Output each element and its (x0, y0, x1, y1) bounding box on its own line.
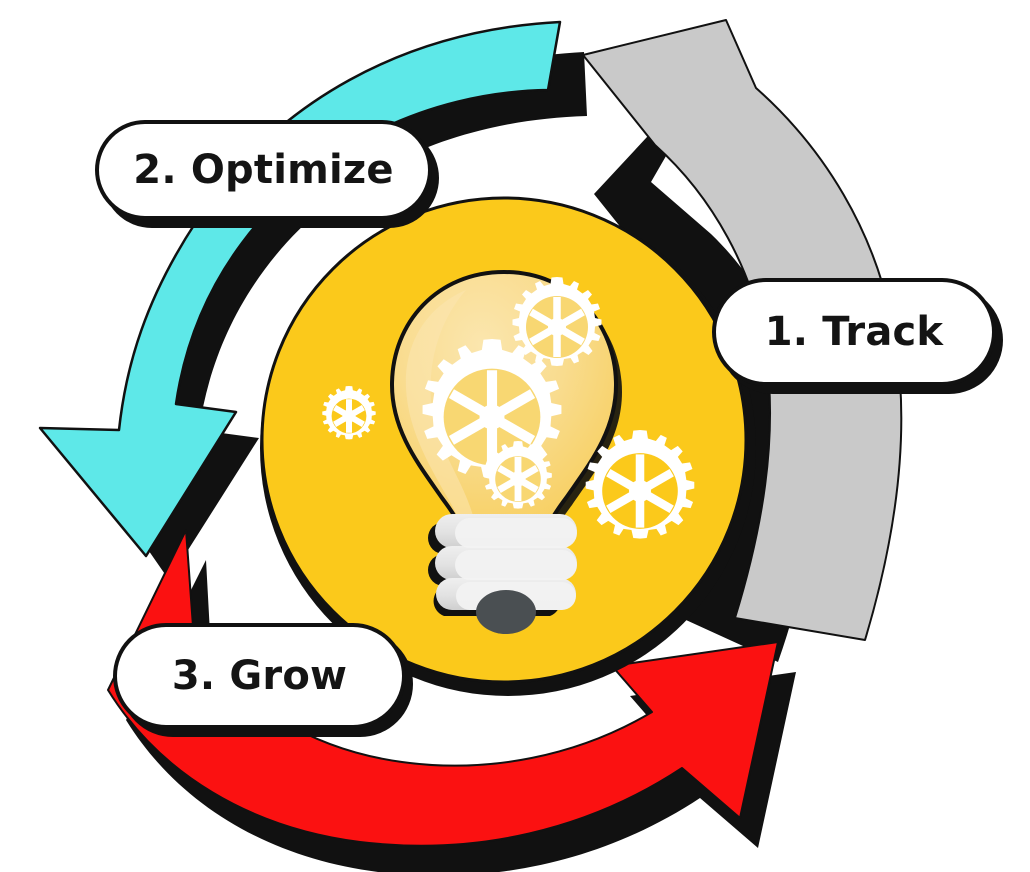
red-arrow-grow (107, 529, 779, 847)
step-label-grow[interactable]: 3. Grow (113, 623, 406, 729)
step-label-optimize[interactable]: 2. Optimize (95, 120, 432, 220)
gear-left-icon (322, 386, 376, 440)
gray-arrow-track (582, 19, 903, 641)
step-label-track[interactable]: 1. Track (712, 278, 996, 386)
step-label-track-text: 1. Track (764, 309, 944, 355)
step-label-optimize-text: 2. Optimize (133, 147, 394, 193)
gray-arrow-track-shadow (594, 52, 813, 662)
gear-large-icon (422, 339, 562, 478)
gear-small-center-icon (484, 441, 552, 509)
gear-upper-icon (512, 277, 602, 366)
gear-right-icon (585, 430, 695, 539)
bulb-base-icon (428, 514, 577, 634)
lightbulb-with-gears-icon (389, 269, 622, 634)
step-label-grow-text: 3. Grow (171, 653, 348, 699)
